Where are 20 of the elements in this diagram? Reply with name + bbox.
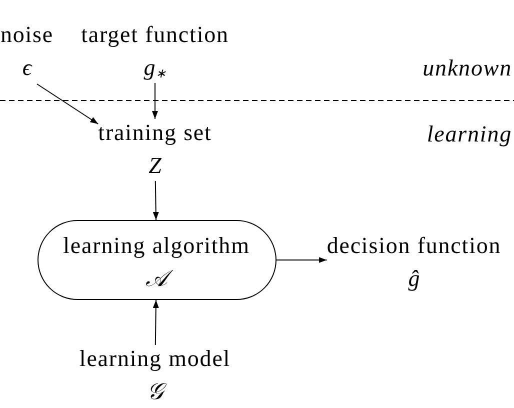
term-label: target function [81,21,229,48]
term-label: decision function [326,232,502,259]
math-symbol: 𝒢 [139,378,171,407]
arrow [276,257,328,263]
arrow [152,180,159,220]
math-symbol: g$_{∗}$ [142,54,168,83]
term-label: learning model [79,345,231,372]
term-label: training set [98,119,212,146]
math-symbol: ĝ [407,265,421,293]
region-label: learning [426,120,512,148]
term-label: learning algorithm [63,232,250,259]
arrow [36,84,99,124]
math-symbol: Z [148,152,162,180]
term-label: noise [0,21,54,48]
arrow [152,82,158,120]
rounded-box [37,220,276,300]
math-symbol: ϵ [21,54,34,82]
math-symbol: 𝒜 [138,265,176,294]
arrow [152,300,159,346]
region-label: unknown [422,54,512,82]
